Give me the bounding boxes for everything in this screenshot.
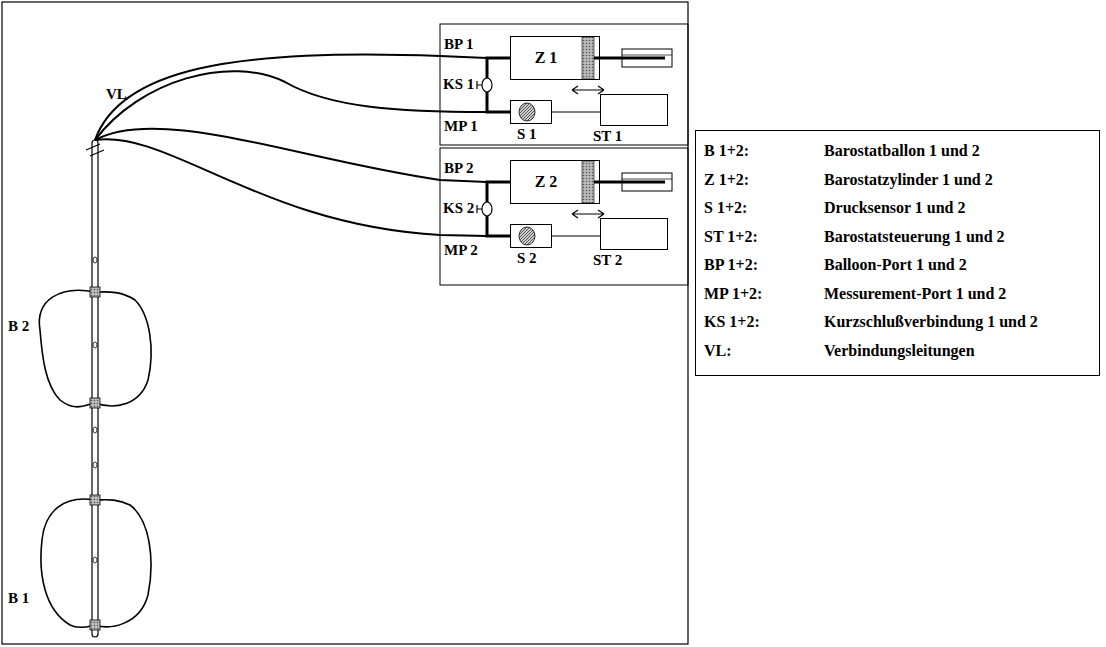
barostat-panel [440,24,688,145]
cylinder-label: Z 1 [535,50,558,66]
legend-key: B 1+2: [704,143,749,159]
part-label: B 2 [8,318,29,334]
drive-housing [622,173,672,191]
legend-description: Barostatballon 1 und 2 [824,143,980,159]
part-label: KS 1 [443,76,474,92]
barostat-control: ST 2 [600,218,668,250]
legend-description: Kurzschlußverbindung 1 und 2 [824,314,1038,330]
pressure-sensor: S 2 [510,224,552,248]
piston [582,37,594,79]
legend-description: Barostatsteuerung 1 und 2 [824,229,1005,245]
barostat-panel [440,148,688,285]
piston [582,161,594,203]
valve-symbol [477,205,482,213]
legend-description: Balloon-Port 1 und 2 [824,257,967,273]
legend-description: Messurement-Port 1 und 2 [824,286,1006,302]
component-label: ST 1 [593,128,622,144]
valve-symbol [477,81,482,89]
connecting-line [95,54,487,236]
sensor-membrane [511,225,551,247]
motion-arrow [572,210,604,218]
catheter-hole [93,257,97,563]
legend-key: MP 1+2: [704,286,762,302]
balloon-fixation [90,287,100,630]
barostat-cylinder: Z 2 [510,160,600,204]
component-label: ST 2 [593,252,622,268]
legend-key: ST 1+2: [704,229,758,245]
break-mark [86,144,104,156]
legend-key: VL: [704,343,732,359]
connector-line [552,112,600,113]
valve-symbol [482,202,492,216]
catheter [92,140,98,637]
part-label: VL [106,86,127,102]
part-label: MP 2 [444,242,478,258]
drive-housing [622,49,672,67]
motion-arrow [572,86,604,94]
valve-symbol [482,78,492,92]
connector-line [552,236,600,237]
barostat-control: ST 1 [600,94,668,126]
piston-rod [594,181,665,184]
part-label: BP 2 [444,160,474,176]
part-label: B 1 [8,590,29,606]
legend-description: Verbindungsleitungen [824,343,975,359]
piston-rod [594,57,665,60]
cylinder-label: Z 2 [535,174,558,190]
sensor-membrane [511,101,551,123]
component-label: S 2 [517,250,537,266]
barostat-cylinder: Z 1 [510,36,600,80]
legend-key: S 1+2: [704,200,747,216]
legend-key: Z 1+2: [704,172,749,188]
legend-description: Barostatzylinder 1 und 2 [824,172,993,188]
legend-key: KS 1+2: [704,314,760,330]
legend-box: B 1+2: Barostatballon 1 und 2 Z 1+2: Barost… [695,130,1100,376]
pressure-sensor: S 1 [510,100,552,124]
part-label: BP 1 [444,36,474,52]
part-label: KS 2 [443,200,474,216]
legend-description: Drucksensor 1 und 2 [824,200,966,216]
outer-frame [2,2,688,644]
legend-key: BP 1+2: [704,257,758,273]
part-label: MP 1 [444,118,478,134]
component-label: S 1 [517,126,537,142]
